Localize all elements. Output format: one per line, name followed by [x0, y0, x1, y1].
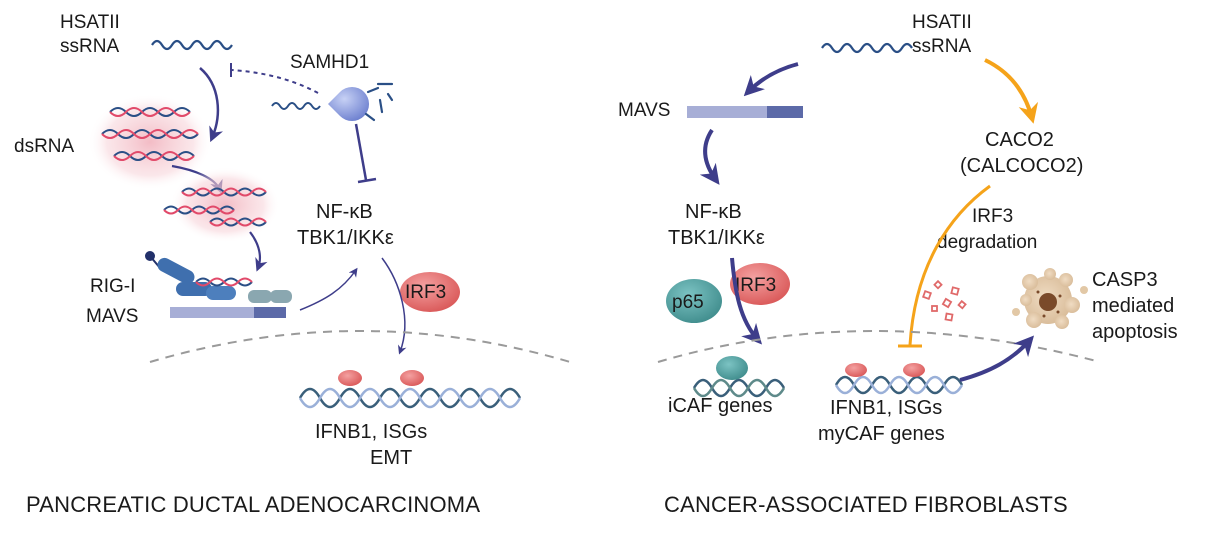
irf3-degradation-label-2: degradation [937, 232, 1037, 253]
left-irf3-bound-2 [400, 370, 424, 386]
dsrna-label: dsRNA [14, 136, 75, 157]
p65-protein [666, 279, 722, 323]
samhd1-inhibit-line [354, 123, 368, 181]
left-hsatii-label: HSATII [60, 12, 120, 33]
left-panel: HSATII ssRNA SAMHD1 dsRNA [14, 12, 571, 517]
left-irf3-protein [400, 272, 460, 312]
left-dashed-samhd1-inhibition [231, 69, 319, 94]
samhd1-label: SAMHD1 [290, 52, 369, 73]
apoptotic-cell-icon [1012, 268, 1088, 329]
left-arrow-cluster-to-rigi [249, 231, 268, 272]
right-mavs-bar-dark [767, 106, 803, 118]
dsrna-helices-upper [101, 107, 199, 161]
right-arrow-mavs-to-nfkb [699, 128, 720, 185]
p65-label: p65 [672, 292, 704, 313]
rna-fragments [364, 82, 394, 122]
right-arrow-ssrna-to-caco2 [984, 58, 1039, 124]
right-arrow-ssrna-to-mavs [743, 62, 799, 97]
mycaf-irf3-bound-2 [903, 363, 925, 377]
left-irf3-label: IRF3 [405, 282, 446, 303]
left-mavs-bar-dark [254, 307, 286, 318]
dsrna-glow-2 [170, 167, 280, 243]
samhd1-enzyme [328, 87, 370, 121]
icaf-genes-label: iCAF genes [668, 395, 773, 417]
right-panel: HSATII ssRNA MAVS CACO2 (CALCOCO2) NF-κB… [618, 12, 1178, 517]
right-panel-title: CANCER-ASSOCIATED FIBROBLASTS [664, 492, 1068, 517]
samhd1-inhibit-bar [357, 177, 377, 184]
casp3-label-3: apoptosis [1092, 321, 1178, 343]
left-mavs-label: MAVS [86, 306, 138, 327]
icaf-p65-bound [716, 356, 748, 380]
casp3-label-2: mediated [1092, 295, 1174, 317]
mycaf-irf3-bound-1 [845, 363, 867, 377]
samhd1-rna-strand [271, 102, 321, 110]
right-mavs-bar [687, 106, 767, 118]
left-arrow-nfkb-to-genes [381, 257, 407, 355]
dsrna-glow [88, 94, 212, 190]
left-mavs-bar [170, 307, 254, 318]
rigi-bound-dsrna [195, 277, 253, 287]
mycaf-genes-label-2: myCAF genes [818, 423, 945, 445]
right-mavs-label: MAVS [618, 100, 670, 121]
left-nfkb-label: NF-κB [316, 201, 373, 223]
left-ssrna-strand [151, 39, 233, 51]
left-ssrna-label: ssRNA [60, 36, 119, 57]
left-arrow-mavs-to-nfkb [299, 267, 358, 311]
icaf-dna-helix [692, 378, 786, 398]
right-ssrna-label: ssRNA [912, 36, 971, 57]
mycaf-dna-helix [834, 375, 964, 395]
right-ssrna-strand [821, 42, 913, 54]
left-nuclear-membrane [149, 330, 571, 363]
right-arrow-genes-to-apoptosis [959, 335, 1035, 382]
right-nfkb-label: NF-κB [685, 201, 742, 223]
right-nuclear-membrane [657, 330, 1101, 363]
left-irf3-bound-1 [338, 370, 362, 386]
left-genes-label-1: IFNB1, ISGs [315, 421, 427, 443]
rigi-protein [145, 251, 292, 303]
casp3-label-1: CASP3 [1092, 269, 1158, 291]
right-irf3-protein [730, 263, 790, 305]
caco2-label: CACO2 [985, 129, 1054, 151]
right-irf3-label: IRF3 [735, 275, 776, 296]
caco2-inhibit-line [908, 184, 991, 346]
right-arrow-nfkb-to-icaf [730, 257, 763, 345]
right-hsatii-label: HSATII [912, 12, 972, 33]
mycaf-genes-label-1: IFNB1, ISGs [830, 397, 942, 419]
left-tbk1-label: TBK1/IKKε [297, 227, 394, 249]
left-arrow-ssrna-to-dsrna [199, 67, 224, 143]
left-dna-helix [298, 387, 522, 409]
right-tbk1-label: TBK1/IKKε [668, 227, 765, 249]
irf3-degraded-fragments [922, 279, 967, 322]
dsrna-helices-lower [163, 187, 267, 227]
rigi-label: RIG-I [90, 276, 135, 297]
left-panel-title: PANCREATIC DUCTAL ADENOCARCINOMA [26, 492, 480, 517]
irf3-degradation-label-1: IRF3 [972, 206, 1013, 227]
calcoco2-label: (CALCOCO2) [960, 155, 1083, 177]
left-genes-label-2: EMT [370, 447, 412, 469]
